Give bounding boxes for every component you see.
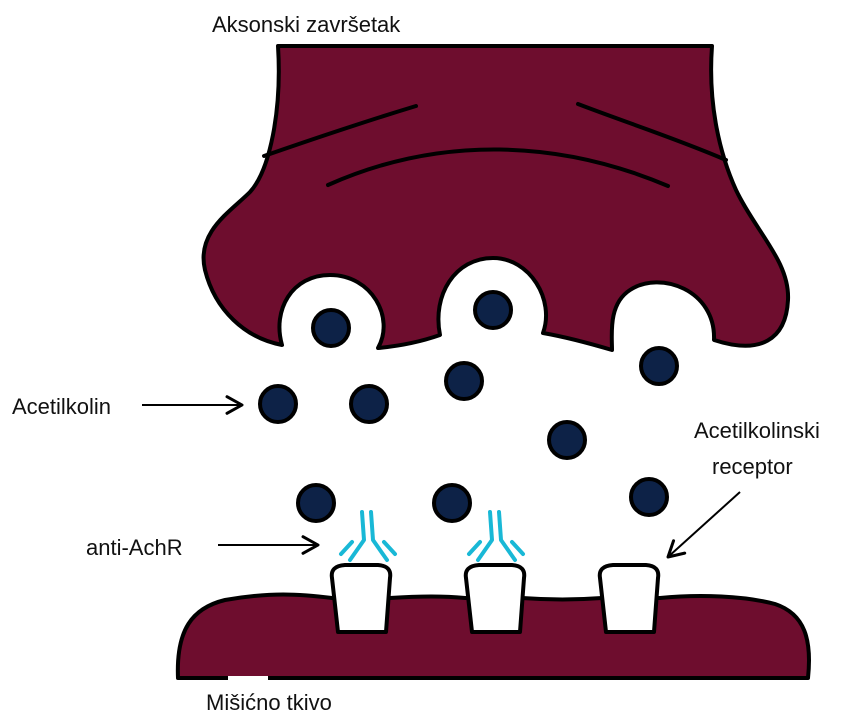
acetylcholine-molecule	[641, 348, 677, 384]
receptor-3	[600, 565, 658, 632]
label-muscle-tissue: Mišićno tkivo	[206, 690, 332, 715]
acetylcholine-molecule	[434, 485, 470, 521]
acetylcholine-molecule	[446, 363, 482, 399]
acetylcholine-molecule	[298, 485, 334, 521]
label-receptor-line2: receptor	[712, 454, 793, 479]
label-antibody: anti-AchR	[86, 535, 183, 560]
antibody-2	[469, 512, 523, 560]
antibody-1	[341, 512, 395, 560]
label-acetylcholine: Acetilkolin	[12, 394, 111, 419]
acetylcholine-molecule	[631, 479, 667, 515]
acetylcholine-molecule	[313, 310, 349, 346]
acetylcholine-molecule	[475, 292, 511, 328]
acetylcholine-molecule	[260, 386, 296, 422]
label-axon-terminal: Aksonski završetak	[212, 12, 401, 37]
receptor-1	[332, 565, 390, 632]
receptor-arrow	[668, 492, 740, 557]
muscle-gap-mark	[228, 676, 268, 680]
acetylcholine-molecule	[351, 386, 387, 422]
acetylcholine-molecule	[549, 422, 585, 458]
receptor-2	[466, 565, 524, 632]
label-receptor-line1: Acetilkolinski	[694, 418, 820, 443]
